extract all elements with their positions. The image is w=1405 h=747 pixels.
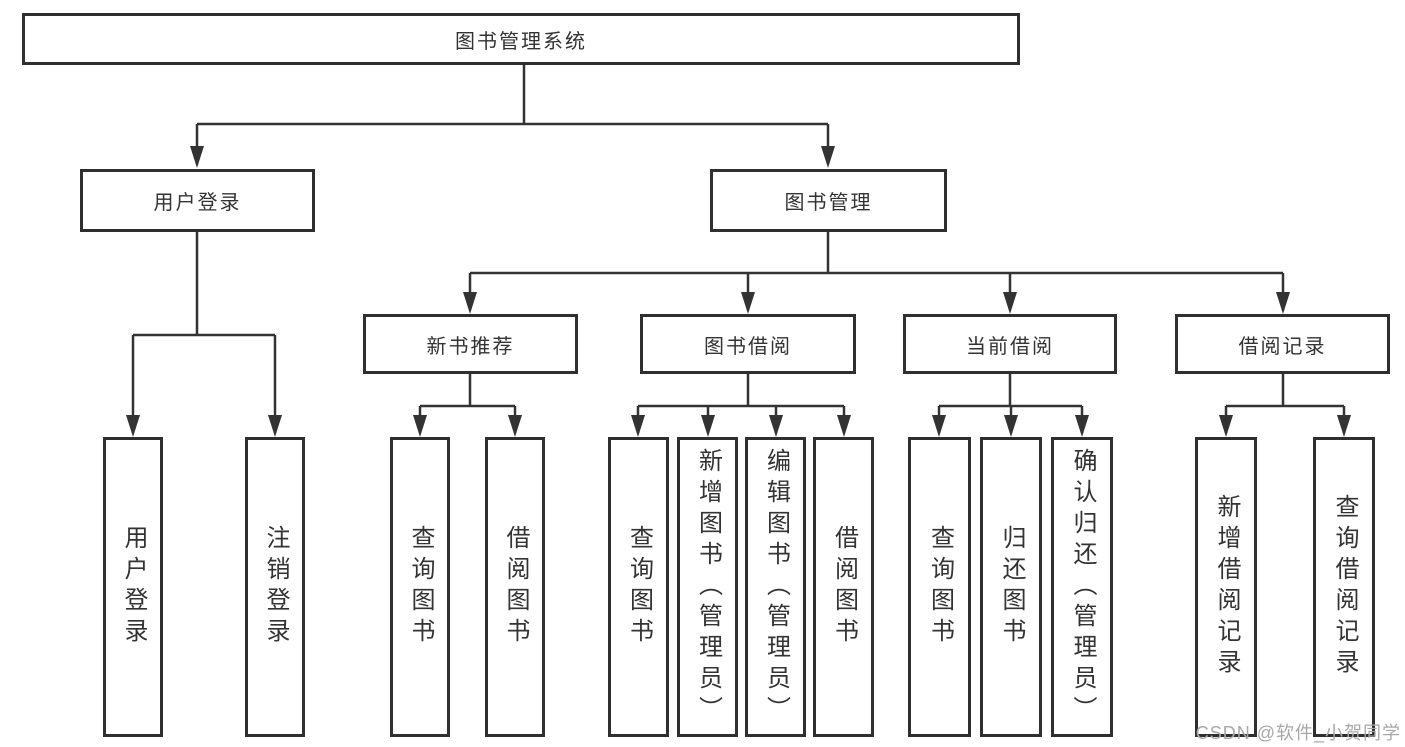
node-label: 借阅记录 [1238,335,1327,358]
leaf-user-login: 用户登录 [103,437,163,737]
leaf-query-books: 查询图书 [390,437,450,737]
leaf-query-books-2: 查询图书 [608,437,669,737]
node-label: 编辑图书（管理员） [762,447,790,727]
node-label: 新增借阅记录 [1213,494,1240,680]
node-label: 用户登录 [153,192,242,214]
leaf-borrow-books-2: 借阅图书 [813,437,874,737]
node-current-borrowing: 当前借阅 [903,314,1117,374]
leaf-logout: 注销登录 [245,437,305,737]
leaf-return-books: 归还图书 [980,437,1042,737]
node-label: 确认归还（管理员） [1069,447,1096,727]
node-label: 图书管理 [784,192,873,214]
node-user-login: 用户登录 [80,169,315,232]
leaf-add-borrow-record: 新增借阅记录 [1195,437,1257,737]
leaf-query-books-3: 查询图书 [908,437,971,737]
leaf-add-books-admin: 新增图书（管理员） [677,437,738,737]
node-label: 用户登录 [120,525,147,649]
node-label: 当前借阅 [966,335,1054,358]
leaf-edit-books-admin: 编辑图书（管理员） [745,437,806,737]
node-borrowing-records: 借阅记录 [1175,314,1390,374]
leaf-confirm-return-admin: 确认归还（管理员） [1051,437,1113,737]
leaf-query-borrow-record: 查询借阅记录 [1313,437,1375,737]
node-library-management-system: 图书管理系统 [22,13,1020,65]
leaf-borrow-books: 借阅图书 [485,437,545,737]
node-label: 查询图书 [625,525,653,649]
node-book-management: 图书管理 [710,169,947,232]
node-label: 查询图书 [926,525,954,649]
node-label: 查询图书 [407,525,434,649]
node-label: 注销登录 [262,525,289,649]
node-new-book-recommendation: 新书推荐 [363,314,578,374]
node-book-borrowing: 图书借阅 [640,314,856,374]
csdn-watermark: CSDN @软件_小贺同学 [1195,723,1401,743]
node-label: 图书管理系统 [455,30,587,53]
node-label: 归还图书 [998,525,1025,649]
node-label: 借阅图书 [830,525,858,649]
node-label: 图书借阅 [704,335,792,358]
node-label: 借阅图书 [502,525,529,649]
node-label: 查询借阅记录 [1331,494,1358,680]
node-label: 新书推荐 [426,335,515,358]
node-label: 新增图书（管理员） [694,447,722,727]
